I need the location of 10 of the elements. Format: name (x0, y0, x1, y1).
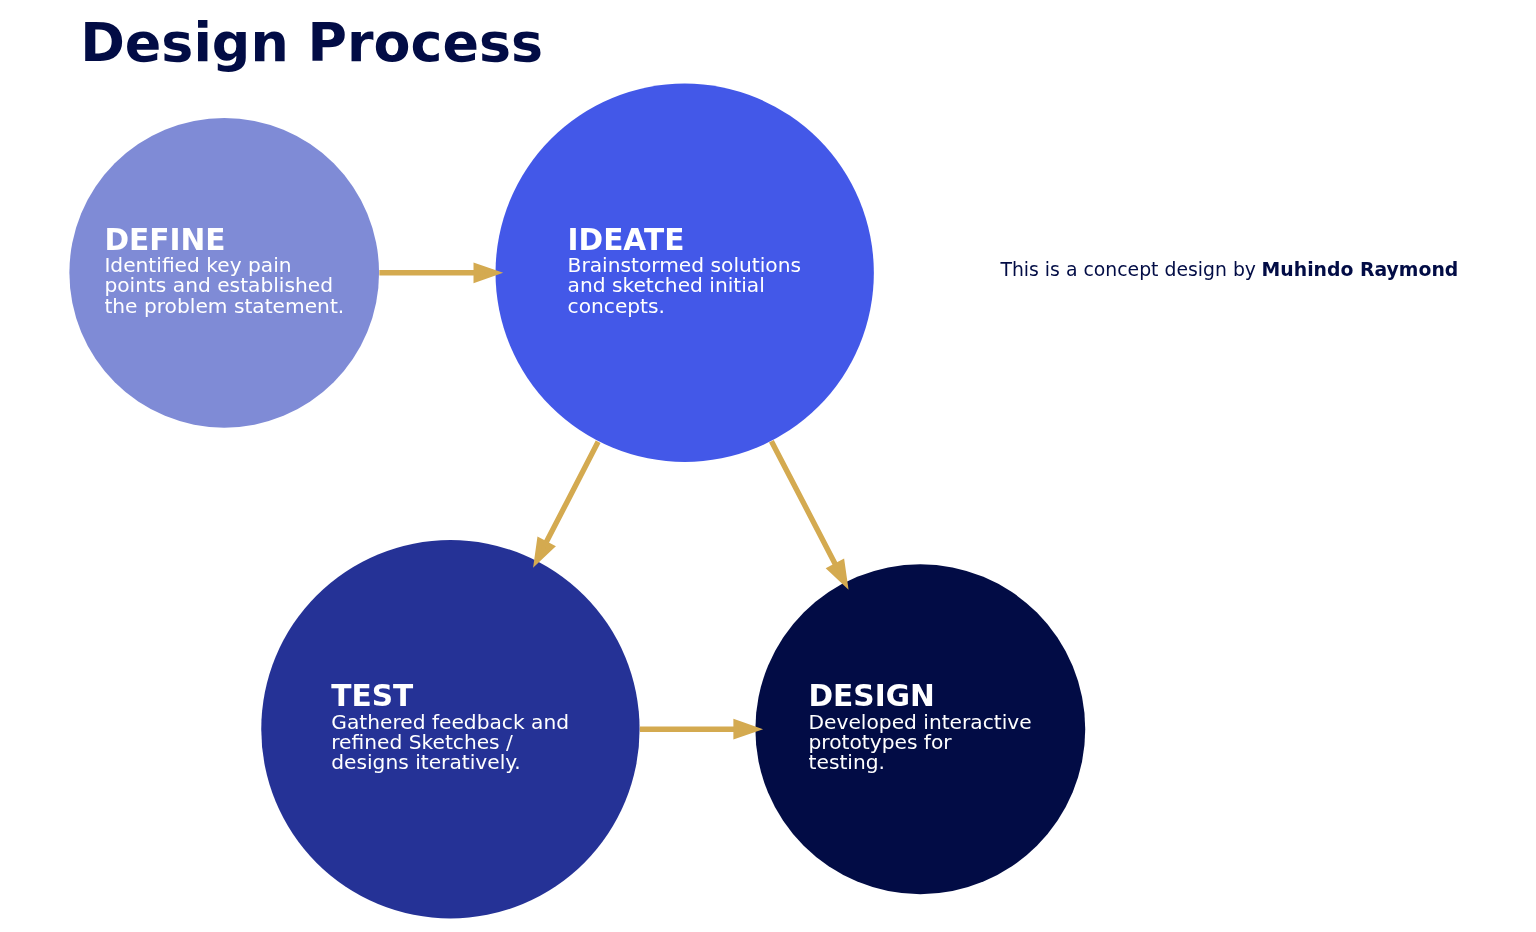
label: This is a concept design by Muhindo Raymond (999, 259, 1458, 281)
node-circle: DESIGN Developed interactive prototypes for testing. (754, 564, 1085, 895)
arrow (378, 262, 503, 284)
arrow (768, 439, 849, 590)
diagram-title: Design Process (79, 10, 543, 74)
arrow (639, 718, 763, 740)
node-circle: DEFINE Identified key pain points and established the problem statement. (68, 117, 379, 428)
arrow (532, 440, 600, 568)
node-circle: IDEATE Brainstormed solutions and sketched initial concepts. (495, 83, 874, 462)
node-circle: TEST Gathered feedback and refined Sketches / designs iteratively. (260, 540, 640, 919)
